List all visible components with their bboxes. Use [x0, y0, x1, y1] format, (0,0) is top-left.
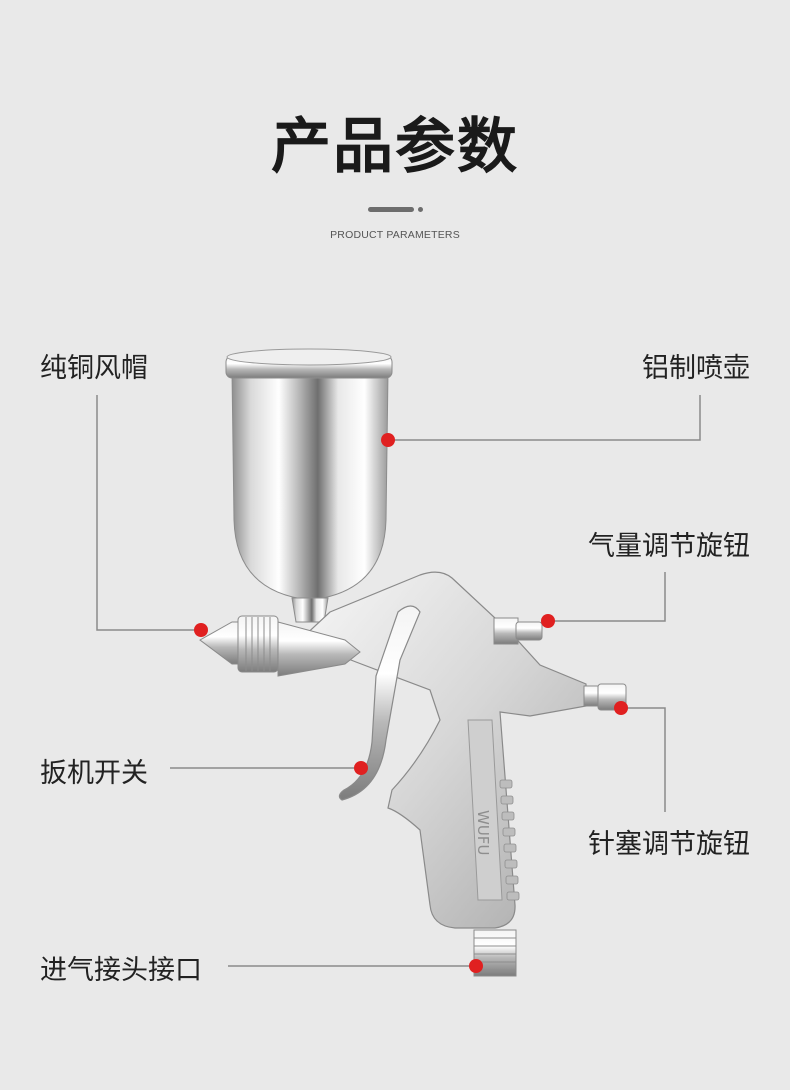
label-air-adjust: 气量调节旋钮	[588, 531, 750, 562]
trigger	[338, 605, 421, 801]
page-subtitle: PRODUCT PARAMETERS	[330, 229, 460, 241]
divider-bar	[368, 207, 414, 212]
leader-cup	[388, 395, 701, 441]
label-cup: 铝制喷壶	[642, 353, 750, 384]
divider-dot	[418, 207, 423, 212]
leader-nozzle-cap	[96, 395, 201, 631]
marker-trigger	[354, 761, 368, 775]
page-title: 产品参数	[271, 112, 519, 182]
nozzle	[199, 615, 361, 677]
leader-lines	[96, 395, 701, 967]
marker-air-inlet	[469, 959, 483, 973]
paint-cup	[225, 348, 393, 623]
callout-markers	[194, 433, 628, 973]
label-nozzle-cap: 纯铜风帽	[40, 353, 148, 384]
marker-nozzle-cap	[194, 623, 208, 637]
title-divider	[368, 207, 424, 213]
marker-air-adjust	[541, 614, 555, 628]
label-trigger: 扳机开关	[40, 758, 148, 789]
leader-air-adjust	[548, 572, 666, 622]
air-adjust-knob	[493, 617, 543, 645]
gun-body: WUFU	[298, 571, 587, 929]
leader-needle-adjust	[621, 707, 666, 812]
marker-cup	[381, 433, 395, 447]
label-needle-adjust: 针塞调节旋钮	[588, 829, 750, 860]
label-air-inlet: 进气接头接口	[40, 955, 202, 986]
marker-needle-adjust	[614, 701, 628, 715]
brand-mark: WUFU	[474, 810, 492, 855]
